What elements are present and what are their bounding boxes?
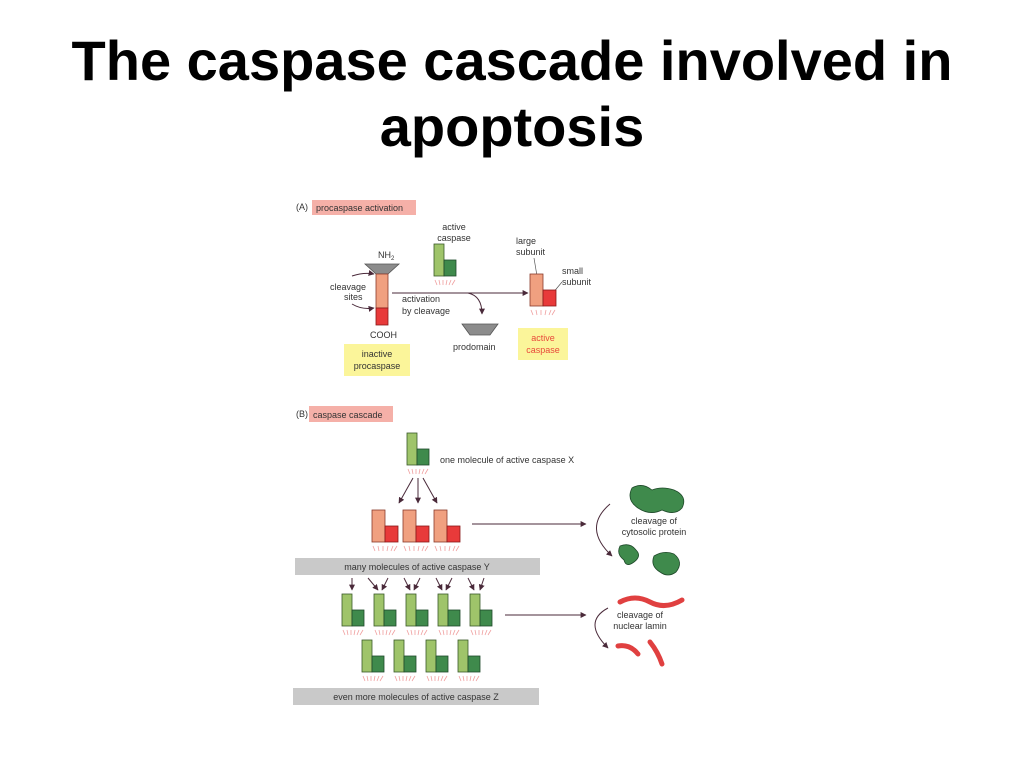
caspase-z-molecule-1	[341, 593, 365, 636]
nh2-label: NH2	[378, 250, 395, 262]
y-to-z-arrow-4	[403, 577, 411, 591]
panel-a-header-bg	[312, 200, 416, 215]
caspase-z-molecule-3	[405, 593, 429, 636]
caspase-z-molecule-4	[437, 593, 461, 636]
cleavage-arrow-2	[351, 303, 375, 312]
large-subunit-label-2: subunit	[516, 247, 546, 257]
caspase-x-label: one molecule of active caspase X	[440, 455, 574, 465]
cleavage-arrow-1	[351, 270, 375, 277]
procaspase-prodomain	[363, 263, 401, 275]
panel-b-header: caspase cascade	[313, 410, 383, 420]
activation-label-1: activation	[402, 294, 440, 304]
x-to-y-arrow-1	[398, 477, 414, 504]
cytosolic-cleavage-arrow	[596, 503, 613, 557]
cooh-label: COOH	[370, 330, 397, 340]
caspase-z-label: even more molecules of active caspase Z	[333, 692, 499, 702]
prodomain-release-arrow	[467, 292, 485, 315]
prodomain-label: prodomain	[453, 342, 496, 352]
small-subunit-label-2: subunit	[562, 277, 592, 287]
large-subunit-pointer	[533, 257, 538, 277]
caspase-y-label: many molecules of active caspase Y	[344, 562, 489, 572]
panel-a-label: (A)	[296, 202, 308, 212]
caspase-y-molecule-1	[371, 509, 399, 552]
inactive-procaspase-box	[344, 344, 410, 376]
slide-title-line2: apoptosis	[379, 95, 645, 158]
x-to-y-arrow-3	[422, 477, 438, 504]
small-subunit-label-1: small	[562, 266, 583, 276]
active-caspase-top-1: active	[442, 222, 466, 232]
cleavage-sites-label-1: cleavage	[330, 282, 366, 292]
caspase-x-molecule	[406, 432, 430, 475]
large-subunit-label-1: large	[516, 236, 536, 246]
inactive-label-2: procaspase	[354, 361, 401, 371]
caspase-z-molecule-9	[457, 639, 481, 682]
caspase-z-molecule-7	[393, 639, 417, 682]
procaspase-large-segment	[375, 273, 389, 309]
y-to-z-arrow-5	[413, 577, 421, 591]
caspase-z-molecule-5	[469, 593, 493, 636]
caspase-y-bar	[295, 558, 540, 575]
panel-b-header-bg	[309, 406, 393, 422]
active-caspase-box	[518, 328, 568, 360]
lamin-fragment-2	[647, 639, 665, 667]
released-prodomain	[461, 323, 499, 336]
cytosolic-fragment-2	[652, 552, 680, 576]
active-caspase-green-molecule	[433, 243, 457, 286]
caspase-z-molecule-2	[373, 593, 397, 636]
procaspase-small-segment	[375, 307, 389, 326]
caspase-z-bar	[293, 688, 539, 705]
inactive-label-1: inactive	[362, 349, 393, 359]
cytosolic-fragment-1	[618, 544, 639, 565]
panel-a-header: procaspase activation	[316, 203, 403, 213]
panel-a: (A) procaspase activation NH2 cleavage s…	[296, 200, 592, 376]
slide-title: The caspase cascade involved in apoptosi…	[0, 28, 1024, 160]
activation-label-2: by cleavage	[402, 306, 450, 316]
nh2-text: NH	[378, 250, 391, 260]
y-to-z-arrow-2	[367, 577, 379, 591]
caspase-y-molecule-3	[433, 509, 461, 552]
cytosolic-protein-intact	[629, 485, 685, 513]
cytosolic-label-1: cleavage of	[631, 516, 678, 526]
nh2-sub: 2	[391, 256, 395, 262]
lamin-cleavage-arrow	[594, 607, 609, 649]
lamin-label-2: nuclear lamin	[613, 621, 667, 631]
y-to-z-arrow-3	[381, 577, 389, 591]
y-to-z-arrow-6	[435, 577, 443, 591]
lamin-label-1: cleavage of	[617, 610, 664, 620]
active-caspase-box-2: caspase	[526, 345, 560, 355]
active-caspase-red-molecule	[529, 273, 557, 316]
lamin-fragment-1	[615, 643, 641, 657]
panel-b-label: (B)	[296, 409, 308, 419]
caspase-z-molecule-6	[361, 639, 385, 682]
panel-b: (B) caspase cascade one molecule of acti…	[293, 406, 686, 705]
caspase-figure: (A) procaspase activation NH2 cleavage s…	[293, 200, 686, 705]
active-caspase-box-1: active	[531, 333, 555, 343]
y-to-z-arrow-7	[445, 577, 453, 591]
caspase-z-molecule-8	[425, 639, 449, 682]
y-to-z-arrow-9	[478, 577, 485, 591]
caspase-y-molecule-2	[402, 509, 430, 552]
y-to-z-arrow-8	[467, 577, 475, 591]
cytosolic-label-2: cytosolic protein	[622, 527, 687, 537]
cleavage-sites-label-2: sites	[344, 292, 363, 302]
active-caspase-top-2: caspase	[437, 233, 471, 243]
slide-title-line1: The caspase cascade involved in	[71, 29, 953, 92]
nuclear-lamin-intact	[617, 595, 685, 608]
